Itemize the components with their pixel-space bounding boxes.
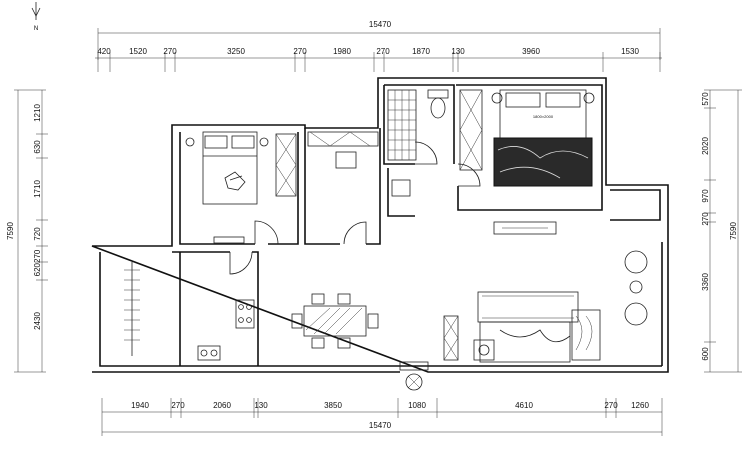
top-seg-4: 3250 [227,47,245,56]
left-seg-7: 2430 [33,312,42,330]
top-dimensions: 15470 420 1520 270 3250 270 1980 270 187… [95,20,662,72]
bed-icon [185,131,269,205]
right-total: 7590 [729,222,738,240]
north-label: N [34,26,38,32]
bottom-seg-4: 130 [254,401,268,410]
right-seg-1: 570 [701,92,710,106]
right-seg-3: 970 [701,189,710,203]
wardrobe-icon [275,133,297,197]
bed-size-label: 1800×2000 [533,114,554,119]
bottom-seg-6: 1080 [408,401,426,410]
left-seg-5: 620270 [33,249,42,276]
top-seg-8: 1870 [412,47,430,56]
right-seg-2: 2020 [701,137,710,155]
right-dimensions: 7590 570 2020 970 270 3360 600 [701,89,742,373]
bottom-seg-7: 4610 [515,401,533,410]
top-seg-6: 1980 [333,47,351,56]
top-seg-11: 1530 [621,47,639,56]
bottom-total: 15470 [369,421,392,430]
left-total: 7590 [6,222,15,240]
top-seg-1: 420 [97,47,111,56]
armchair-icon [571,309,601,361]
master-bed-icon: 1800×2000 [491,89,595,187]
top-seg-9: 130 [451,47,465,56]
right-seg-4: 270 [701,212,710,226]
master-wardrobe-icon [459,89,483,171]
bedroom-door-icon [254,220,279,245]
lounge-chairs-icon [624,250,648,326]
sink-icon [197,345,221,361]
bottom-seg-8: 270 [604,401,618,410]
right-seg-6: 600 [701,347,710,361]
washbasin-icon [391,179,411,197]
left-seg-4: 720 [33,227,42,241]
desk-icon [213,236,245,244]
bottom-seg-1: 1940 [131,401,149,410]
doors [229,141,481,275]
master-door-icon [457,163,481,187]
study-desk-icon [307,131,379,169]
left-dimensions: 7590 1210 630 1710 720 620270 2430 [6,89,48,373]
bottom-seg-2: 270 [171,401,185,410]
top-total: 15470 [369,20,392,29]
shower-icon [387,89,417,161]
bottom-seg-3: 2060 [213,401,231,410]
kitchen-door-icon [229,251,253,275]
top-seg-5: 270 [293,47,307,56]
stove-icon [235,299,255,329]
tv-cabinet-icon [493,221,557,235]
bottom-seg-9: 1260 [631,401,649,410]
left-seg-2: 630 [33,140,42,154]
bath-door-icon [414,141,438,165]
left-seg-3: 1710 [33,180,42,198]
left-seg-1: 1210 [33,104,42,122]
top-seg-10: 3960 [522,47,540,56]
right-seg-5: 3360 [701,273,710,291]
sofa-icon [473,291,579,363]
walls [91,77,669,373]
study-door-icon [343,221,367,245]
bottom-dimensions: 1940 270 2060 130 3850 1080 4610 270 126… [101,398,663,436]
top-seg-7: 270 [376,47,390,56]
dining-table-icon [291,293,379,349]
top-seg-2: 1520 [129,47,147,56]
clothes-rack-icon [124,262,140,356]
toilet-icon [427,89,449,119]
north-arrow-icon: N [31,2,41,32]
bottom-seg-5: 3850 [324,401,342,410]
side-cabinet-icon [443,315,459,361]
plant-icon [405,373,423,391]
top-seg-3: 270 [163,47,177,56]
